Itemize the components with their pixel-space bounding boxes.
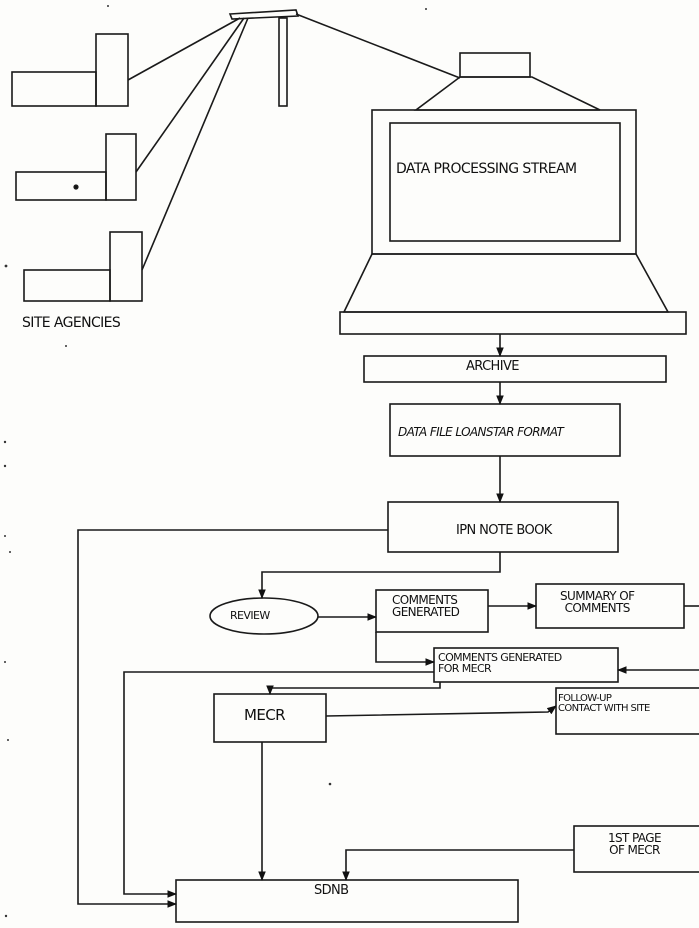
comments-for-mecr-label: COMMENTS GENERATED FOR MECR <box>438 652 562 674</box>
summary-line-2: COMMENTS <box>565 601 630 615</box>
central-computer-icon <box>340 53 686 334</box>
site-computer-1 <box>12 34 128 106</box>
comments-for-mecr-line-2: FOR MECR <box>438 662 491 675</box>
mecr-label: MECR <box>244 708 285 723</box>
connector-lines <box>78 334 699 904</box>
review-label: REVIEW <box>230 610 270 621</box>
scan-specks <box>4 5 427 917</box>
data-file-label: DATA FILE LOANSTAR FORMAT <box>398 426 563 438</box>
screen-label: DATA PROCESSING STREAM <box>396 162 576 176</box>
site-agencies-label: SITE AGENCIES <box>22 316 120 330</box>
archive-label: ARCHIVE <box>466 360 519 373</box>
comments-generated-line-2: GENERATED <box>392 605 459 619</box>
summary-label: SUMMARY OF COMMENTS <box>560 590 634 614</box>
first-page-label: 1ST PAGE OF MECR <box>608 832 661 856</box>
site-computer-3 <box>24 232 142 301</box>
comments-generated-label: COMMENTS GENERATED <box>392 594 459 618</box>
radio-links <box>128 14 460 270</box>
site-computer-2 <box>16 134 136 200</box>
ipn-notebook-label: IPN NOTE BOOK <box>456 524 552 537</box>
sdnb-label: SDNB <box>314 884 349 897</box>
first-page-line-2: OF MECR <box>609 843 660 857</box>
follow-up-label: FOLLOW-UP CONTACT WITH SITE <box>558 694 650 714</box>
follow-up-line-2: CONTACT WITH SITE <box>558 703 650 714</box>
